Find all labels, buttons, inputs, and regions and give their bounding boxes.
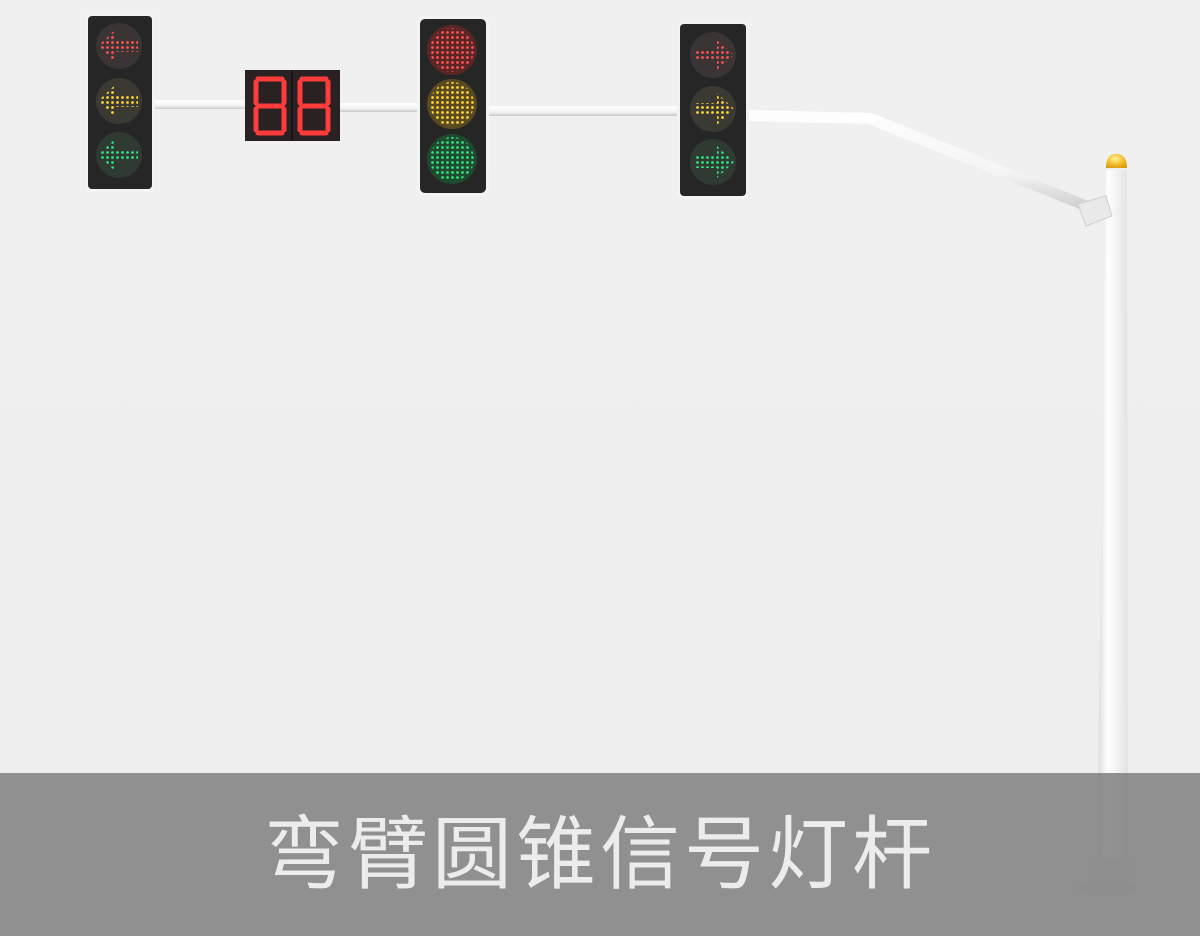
countdown-display: [245, 70, 340, 141]
yellow-right-arrow-icon: [694, 93, 734, 125]
caption-title: 弯臂圆锥信号灯杆: [264, 808, 936, 901]
mast-arm: [150, 100, 1113, 227]
round-ball-signal: [417, 16, 489, 196]
caption-band: [0, 773, 1200, 936]
red-left-arrow-icon: [98, 30, 138, 62]
left-arrow-signal: [85, 13, 155, 192]
pole-cap-light-icon: [1106, 154, 1127, 168]
red-ball-icon: [430, 28, 474, 72]
green-right-arrow-icon: [694, 146, 734, 178]
yellow-ball-icon: [430, 82, 474, 126]
green-left-arrow-icon: [98, 139, 138, 171]
red-right-arrow-icon: [694, 39, 734, 71]
right-arrow-signal: [677, 21, 749, 199]
yellow-left-arrow-icon: [98, 85, 138, 117]
green-ball-icon: [430, 137, 474, 181]
